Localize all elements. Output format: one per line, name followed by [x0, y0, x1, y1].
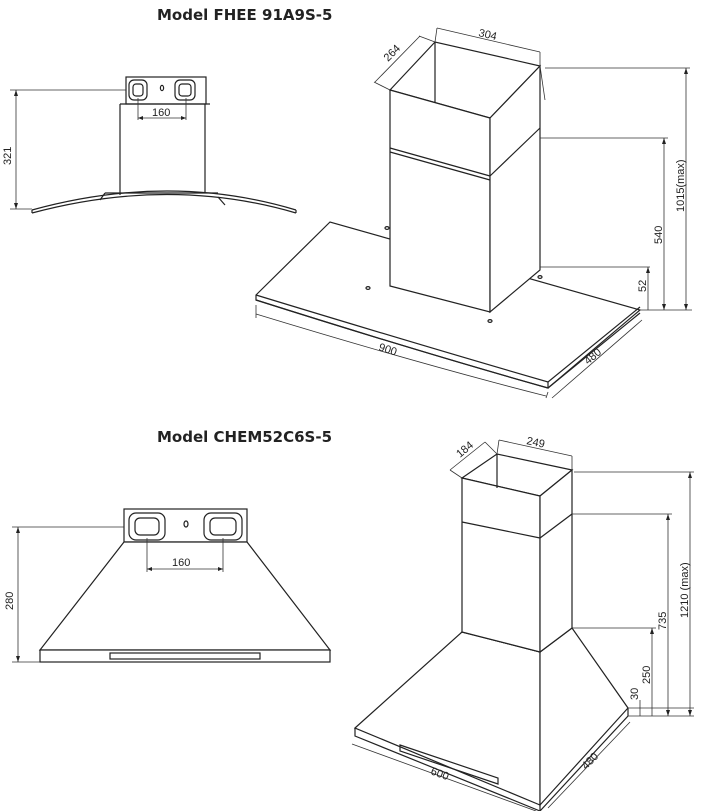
chimney-width-label: 304	[477, 27, 498, 43]
chimney-height-label: 735	[657, 612, 669, 630]
outlet-spacing-label: 160	[152, 107, 170, 119]
model-1-iso-view: 264 304 1015(max) 540 52 900 480	[255, 27, 692, 399]
model-2-title: Model CHEM52C6S-5	[157, 428, 333, 446]
chimney-depth-label: 264	[382, 43, 403, 64]
chimney-height-label: 540	[653, 226, 665, 244]
outlet-left	[128, 79, 148, 101]
outlet-spacing-label: 160	[172, 557, 190, 569]
max-height-label: 1210 (max)	[679, 562, 691, 618]
model-2-side-view: 160 280	[4, 508, 332, 663]
model-1-title: Model FHEE 91A9S-5	[157, 6, 333, 24]
outlet-right	[174, 79, 196, 101]
chimney-width-label: 249	[525, 435, 545, 451]
side-height-label: 280	[4, 592, 16, 610]
model-2-iso-view: 184 249 1210 (max) 735 250 30 600 480	[351, 435, 694, 811]
model-1-side-view: 160 321	[2, 76, 297, 214]
chimney-depth-label: 184	[454, 439, 476, 460]
outlet-plate	[123, 508, 248, 543]
canopy-height-label: 52	[637, 280, 649, 292]
width-label: 600	[429, 766, 450, 784]
width-label: 900	[377, 341, 398, 358]
base-height-label: 30	[629, 688, 641, 700]
canopy-height-label: 250	[641, 666, 653, 684]
max-height-label: 1015(max)	[675, 159, 687, 212]
side-height-label: 321	[2, 147, 14, 165]
